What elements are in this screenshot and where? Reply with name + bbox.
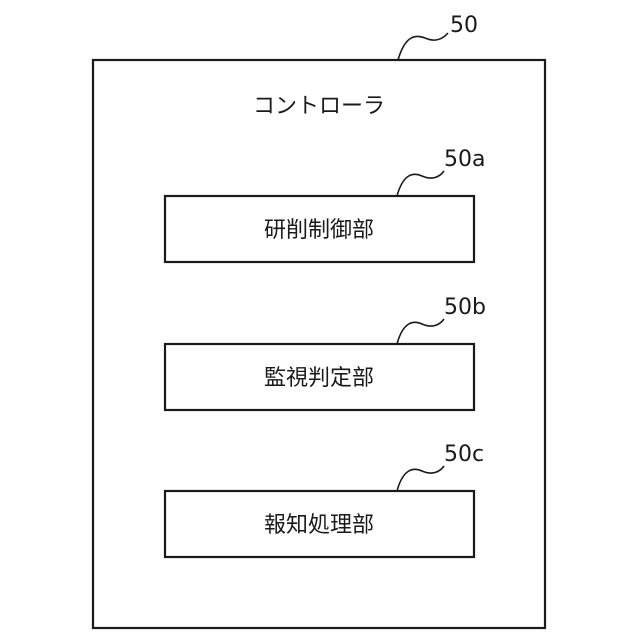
notification-processing-unit-label: 報知処理部 <box>264 513 374 538</box>
grinding-control-unit-ref-leader <box>397 171 444 196</box>
monitoring-judgment-unit-ref-leader <box>397 319 444 344</box>
monitoring-judgment-unit-label: 監視判定部 <box>264 366 374 391</box>
grinding-control-unit-ref-label: 50a <box>444 147 485 172</box>
controller-ref-leader <box>398 33 448 60</box>
notification-processing-unit-ref-leader <box>397 466 444 491</box>
notification-processing-unit-ref-label: 50c <box>444 442 484 467</box>
grinding-control-unit-label: 研削制御部 <box>264 218 374 243</box>
controller-ref-label: 50 <box>450 13 478 38</box>
monitoring-judgment-unit-ref-label: 50b <box>444 295 486 320</box>
controller-title: コントローラ <box>253 94 385 119</box>
